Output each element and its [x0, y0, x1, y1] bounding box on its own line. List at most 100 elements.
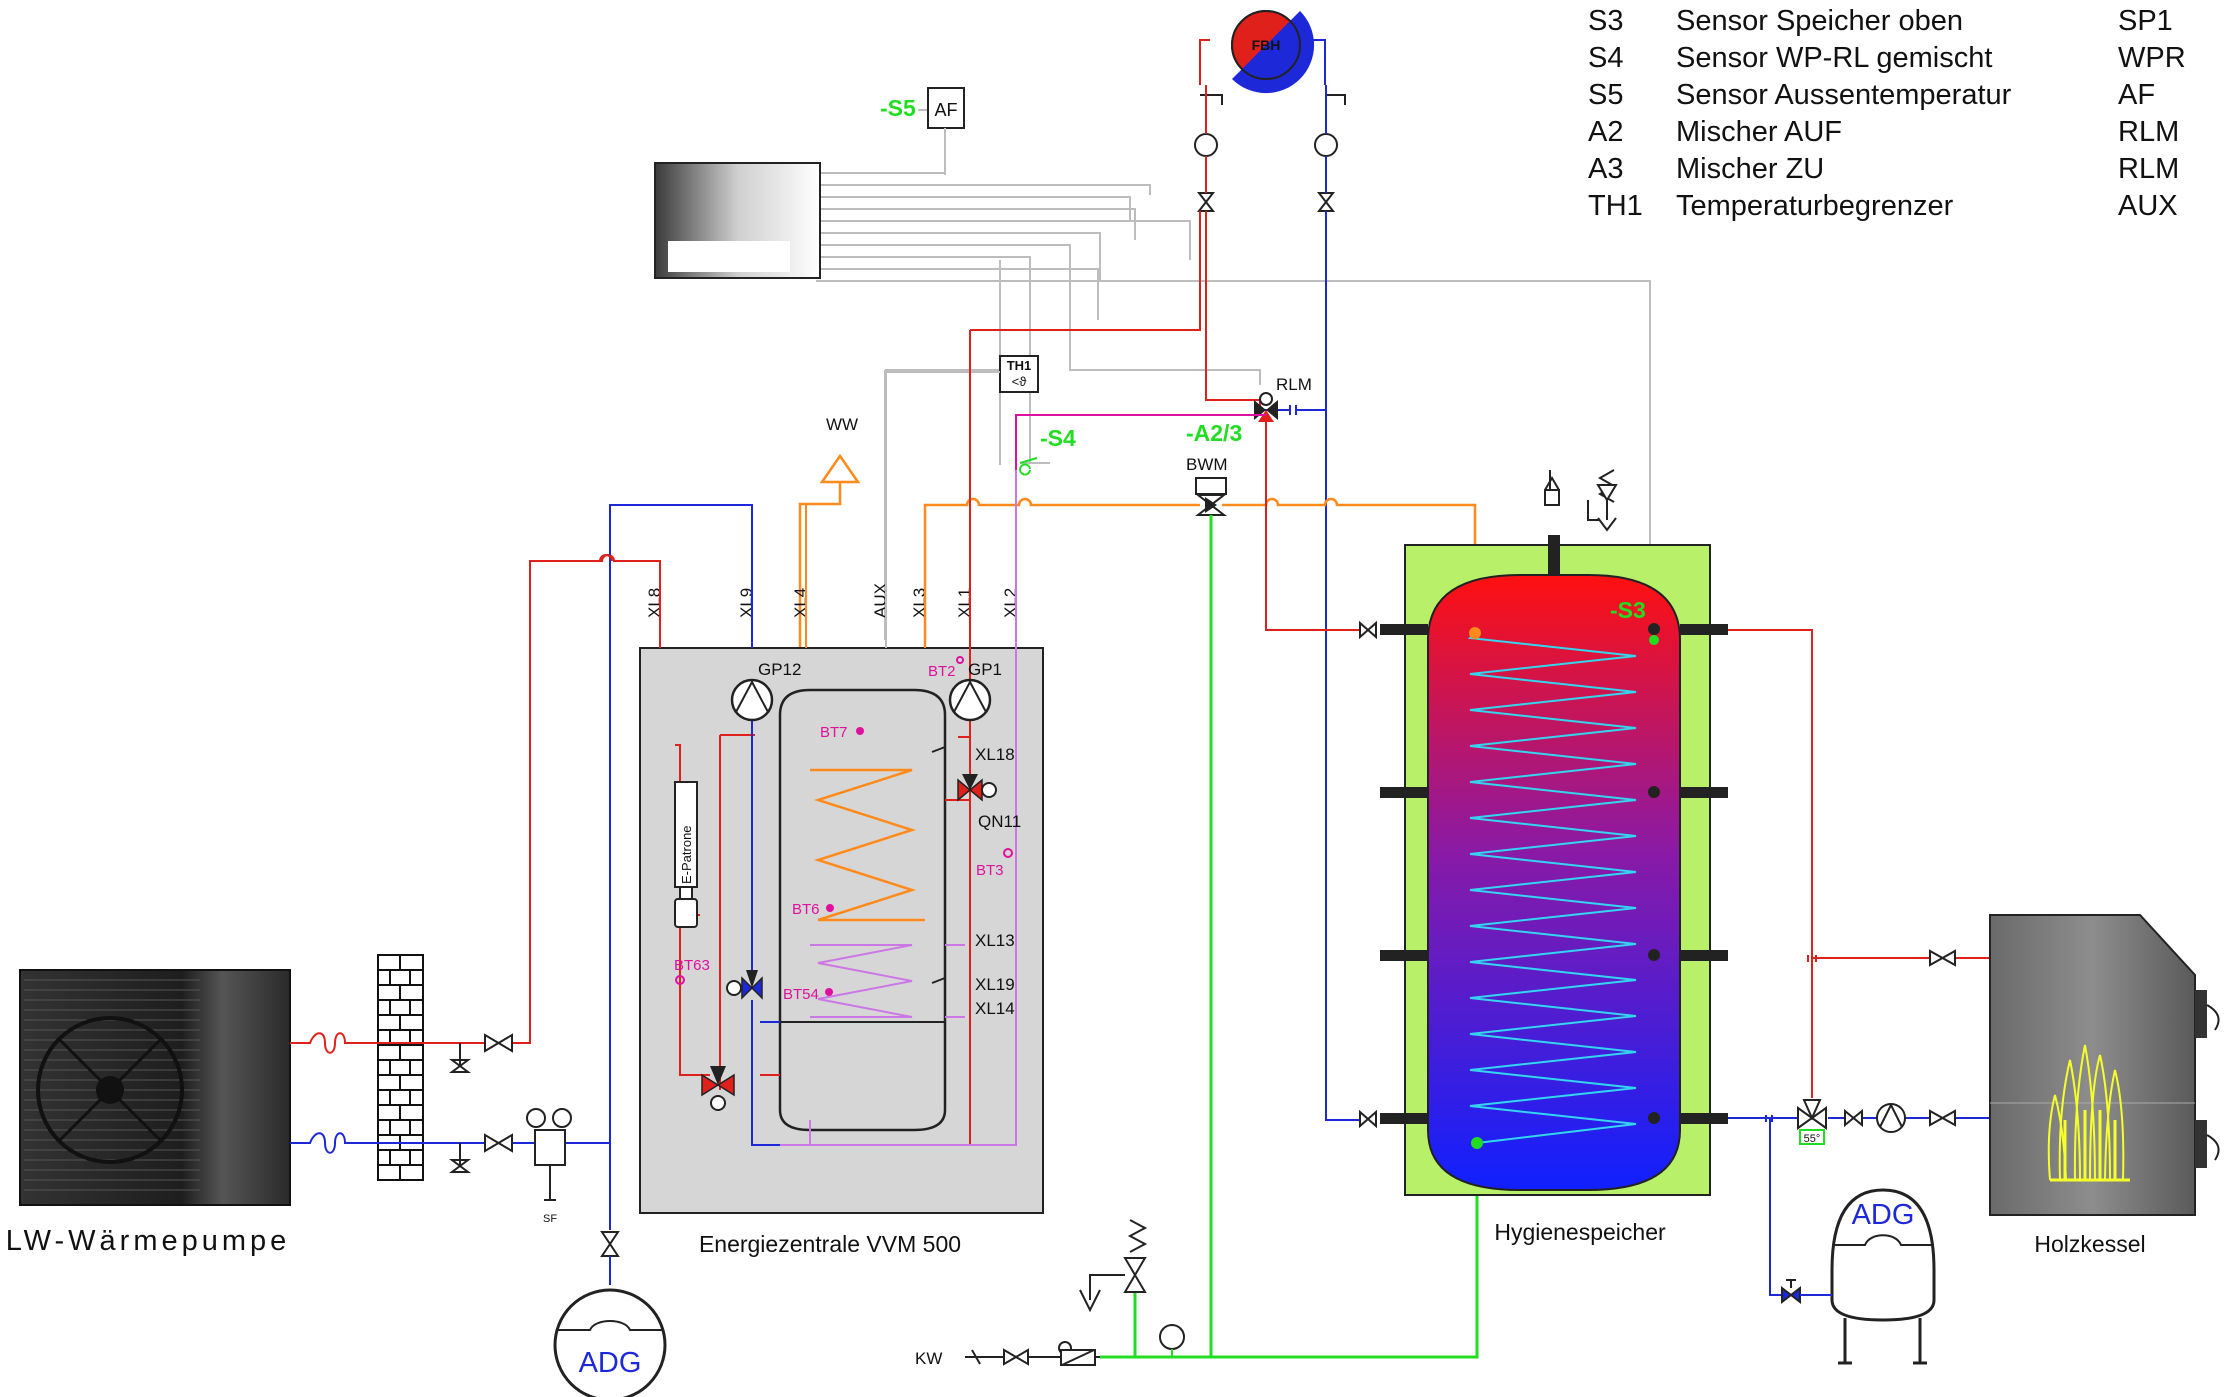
fan-icon [36, 1016, 184, 1164]
signal-wires-2 [944, 110, 1001, 465]
xl14-label: XL14 [975, 999, 1015, 1018]
shutoff-valve-icon [1929, 1109, 1956, 1127]
xl9-label: XL9 [737, 588, 756, 618]
xl4-label: XL4 [791, 588, 810, 618]
flame-icon [2047, 1044, 2125, 1181]
pressure-gauge-icon [1159, 1324, 1185, 1350]
legend-row: S5 Sensor Aussentemperatur AF [1588, 79, 2155, 111]
shutoff-valve-icon [1359, 620, 1377, 640]
shutoff-valve-icon [1359, 1109, 1377, 1129]
xl8-label: XL8 [645, 588, 664, 618]
pressure-gauge-icon [1194, 133, 1218, 157]
legend-abbr: AUX [2118, 190, 2178, 222]
s4-label: -S4 [1040, 425, 1076, 451]
boiler-housing [1989, 914, 2196, 1216]
legend-text: Mischer AUF [1676, 116, 1842, 148]
pressure-gauge-icon [552, 1108, 572, 1128]
th1-limiter: TH1 <ϑ [999, 355, 1039, 393]
xl3-label: XL3 [910, 588, 929, 618]
valve-3way-icon [701, 1073, 720, 1097]
legend-abbr: RLM [2118, 153, 2179, 185]
xl13-label: XL13 [975, 931, 1015, 950]
xl18-label: XL18 [975, 745, 1015, 764]
legend-text: Temperaturbegrenzer [1676, 190, 1954, 222]
adg-label: ADG [579, 1347, 642, 1379]
legend-code: A3 [1588, 153, 1623, 185]
cap-valve-icon [1781, 1285, 1801, 1305]
af-box [927, 87, 965, 129]
af-label: AF [934, 100, 957, 120]
pressure-gauge-icon [1314, 133, 1338, 157]
pump-gp1-icon [948, 678, 992, 722]
expansion-vessel-left: ADG [553, 1231, 667, 1397]
cold-water-lines [1100, 515, 1479, 1359]
air-vent-icon [1544, 489, 1560, 506]
wood-boiler-label: Holzkessel [2034, 1231, 2145, 1257]
shutoff-valve-icon [484, 1133, 513, 1153]
safety-valve-icon [1123, 1257, 1147, 1277]
legend-code: S3 [1588, 5, 1623, 37]
heat-pump-supply [290, 554, 675, 1054]
pump-icon [1876, 1103, 1906, 1133]
air-vent-icon [1325, 94, 1346, 105]
thermostatic-mixer: 55° [1797, 1099, 1827, 1145]
dirt-filter: SF [526, 1108, 572, 1225]
bt63-label: BT63 [674, 957, 710, 974]
shutoff-valve-icon [1929, 949, 1956, 967]
heat-pump: LW-Wärmepumpe [6, 969, 291, 1257]
heat-pump-housing [19, 969, 291, 1206]
bt2-label: BT2 [928, 663, 956, 680]
legend-code: S5 [1588, 79, 1623, 111]
bt7-label: BT7 [820, 724, 848, 741]
th1-symbol: <ϑ [1012, 374, 1028, 389]
legend-row: S4 Sensor WP-RL gemischt WPR [1588, 42, 2186, 74]
legend-code: A2 [1588, 116, 1623, 148]
energy-center: Energiezentrale VVM 500 XL8 XL9 XL4 AUX … [639, 560, 1044, 1257]
safety-valve-icon [1596, 484, 1618, 502]
legend: S3 Sensor Speicher oben SP1 S4 Sensor WP… [1588, 5, 2186, 222]
legend-abbr: RLM [2118, 116, 2179, 148]
th1-box [999, 355, 1039, 393]
shutoff-valve-icon [600, 1231, 620, 1257]
xl19-label: XL19 [975, 975, 1015, 994]
shutoff-valve-icon [1003, 1348, 1029, 1366]
sf-label: SF [543, 1213, 557, 1225]
pressure-gauge-icon [526, 1108, 546, 1128]
hygiene-tank-label: Hygienespeicher [1494, 1219, 1666, 1245]
temp-55-label: 55° [1804, 1133, 1821, 1145]
th1-label: TH1 [1007, 358, 1032, 373]
rlm-mixer: RLM -A2/3 [1186, 375, 1326, 446]
xl2-label: XL2 [1001, 588, 1020, 618]
shutoff-valve-icon [1844, 1108, 1863, 1128]
outdoor-sensor: AF -S5 [880, 87, 965, 175]
adg-vessel [553, 1288, 667, 1397]
bt54-label: BT54 [783, 986, 819, 1003]
pump-gp12-icon [730, 678, 774, 722]
legend-text: Sensor Aussentemperatur [1676, 79, 2012, 111]
adg-label-right: ADG [1852, 1199, 1915, 1231]
legend-abbr: SP1 [2118, 5, 2173, 37]
expansion-vessel-right: ADG [1800, 1188, 1936, 1365]
brick-wall [377, 954, 424, 1181]
xl1-label: XL1 [955, 588, 974, 618]
filter-icon [534, 1129, 566, 1166]
kw-label: KW [915, 1349, 942, 1368]
adg-vessel [1830, 1188, 1936, 1322]
shutoff-valve-icon [484, 1033, 513, 1053]
hygiene-tank: -S3 Hygienespeicher [1359, 469, 1728, 1245]
floor-heating-circuit: FBH [1194, 10, 1360, 1121]
valve-qn11-icon [957, 778, 972, 802]
tank-heat-exchanger-coil [1467, 632, 1637, 1144]
gp1-label: GP1 [968, 660, 1002, 679]
controller-unit [654, 162, 821, 279]
rlm-label: RLM [1276, 375, 1312, 394]
legend-row: TH1 Temperaturbegrenzer AUX [1588, 190, 2178, 222]
s5-label: -S5 [880, 95, 916, 121]
solar-coil [810, 944, 913, 1018]
cold-water-inlet: KW [915, 1219, 1185, 1368]
legend-text: Sensor WP-RL gemischt [1676, 42, 1992, 74]
bt3-label: BT3 [976, 862, 1004, 879]
drain-valve-icon [449, 1143, 471, 1173]
fbh-label: FBH [1252, 37, 1281, 53]
